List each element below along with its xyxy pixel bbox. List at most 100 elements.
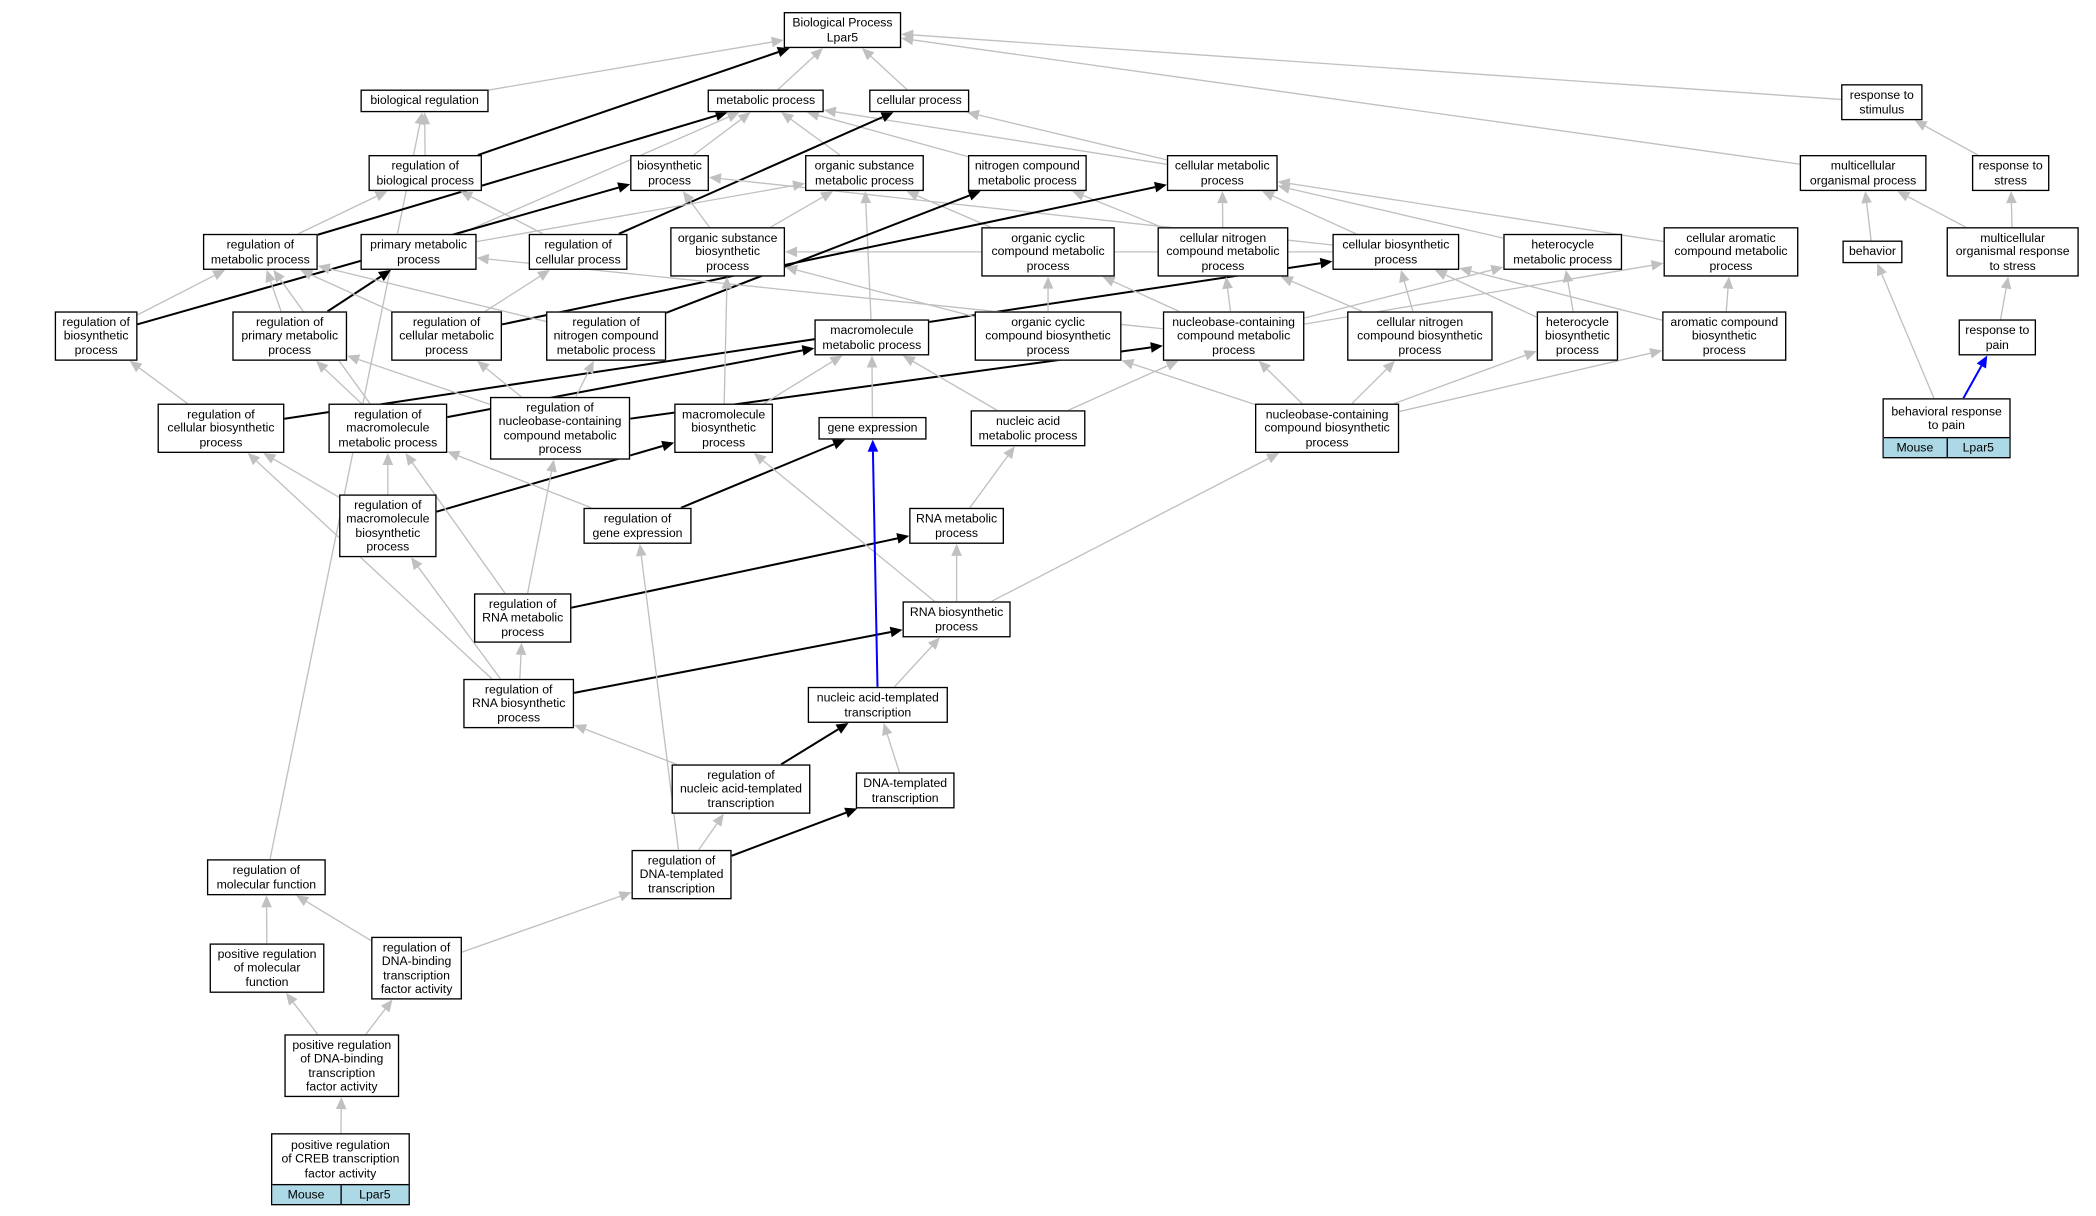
edge-resp_stress-to-resp_stim: [1924, 125, 1979, 156]
node-regulation-of-macromolecule-biosynthetic-process[interactable]: regulation of macromolecule biosynthetic…: [339, 494, 437, 558]
node-rna-metabolic-process[interactable]: RNA metabolic process: [909, 507, 1004, 544]
edge-arrowhead: [1490, 264, 1504, 276]
edge-arrowhead: [1261, 191, 1276, 201]
edge-arrowhead: [966, 109, 980, 121]
node-regulation-of-biological-process[interactable]: regulation of biological process: [368, 155, 482, 192]
edge-nat-to-rna_bio: [893, 645, 933, 688]
node-organic-substance-biosynthetic-process[interactable]: organic substance biosynthetic process: [670, 227, 786, 277]
node-regulation-of-gene-expression[interactable]: regulation of gene expression: [583, 507, 692, 544]
edge-nitro_met-to-metabolic: [818, 114, 969, 158]
node-heterocycle-biosynthetic-process[interactable]: heterocycle biosynthetic process: [1536, 311, 1619, 361]
node-nucleic-acid-templated-transcription[interactable]: nucleic acid-templated transcription: [807, 686, 948, 723]
node-metabolic-process[interactable]: metabolic process: [707, 89, 824, 113]
node-regulation-of-dna-binding-transcription-factor-activity[interactable]: regulation of DNA-binding transcription …: [371, 936, 462, 1000]
edge-arrowhead: [823, 106, 837, 118]
node-response-to-stress[interactable]: response to stress: [1971, 155, 2050, 192]
edge-arrowhead: [300, 269, 314, 280]
edge-arrowhead: [714, 110, 728, 121]
node-dna-templated-transcription[interactable]: DNA-templated transcription: [855, 772, 955, 809]
edge-arrowhead: [1121, 359, 1135, 370]
edge-pos_reg_dbtf-to-reg_dbtf: [365, 1008, 386, 1035]
node-regulation-of-cellular-metabolic-process[interactable]: regulation of cellular metabolic process: [391, 311, 502, 361]
node-regulation-of-rna-biosynthetic-process[interactable]: regulation of RNA biosynthetic process: [463, 678, 575, 729]
edge-reg_nucbase-to-reg_cell_met: [485, 367, 522, 398]
edge-nucbase_met-to-org_cyc_met: [1113, 280, 1180, 312]
edge-org_sub_met-to-metabolic: [790, 118, 841, 156]
node-regulation-of-biosynthetic-process[interactable]: regulation of biosynthetic process: [54, 311, 138, 361]
leaf-positive-regulation-of-creb-transcription-factor-activity[interactable]: positive regulation of CREB transcriptio…: [271, 1133, 410, 1206]
node-rna-biosynthetic-process[interactable]: RNA biosynthetic process: [902, 601, 1011, 638]
node-positive-regulation-of-dna-binding-transcription-factor-activity[interactable]: positive regulation of DNA-binding trans…: [284, 1034, 400, 1098]
node-regulation-of-rna-metabolic-process[interactable]: regulation of RNA metabolic process: [473, 593, 572, 643]
node-regulation-of-macromolecule-metabolic-process[interactable]: regulation of macromolecule metabolic pr…: [328, 403, 448, 454]
node-organic-cyclic-compound-biosynthetic-process[interactable]: organic cyclic compound biosynthetic pro…: [974, 311, 1122, 361]
node-biological-process[interactable]: Biological Process Lpar5: [783, 12, 902, 49]
node-organic-cyclic-compound-metabolic-process[interactable]: organic cyclic compound metabolic proces…: [981, 227, 1115, 277]
edge-cell_nitro_met-to-nitro_met: [1083, 194, 1162, 228]
edge-arrowhead: [1976, 355, 1988, 369]
node-regulation-of-cellular-process[interactable]: regulation of cellular process: [528, 233, 628, 270]
node-cellular-nitrogen-compound-biosynthetic-process[interactable]: cellular nitrogen compound biosynthetic …: [1347, 311, 1493, 361]
edge-het_met-to-cell_met: [1289, 187, 1504, 239]
edge-arrowhead: [460, 191, 474, 202]
edge-arrowhead: [129, 360, 143, 373]
node-regulation-of-primary-metabolic-process[interactable]: regulation of primary metabolic process: [232, 311, 348, 361]
edge-arrowhead: [708, 173, 722, 184]
edge-prim_met-to-org_sub_met: [476, 184, 794, 243]
edge-reg_rna_met-to-reg_nucbase: [526, 471, 553, 594]
edge-reg_nucbase-to-reg_prim: [358, 358, 491, 406]
edge-arrowhead: [382, 453, 394, 466]
edge-arrowhead: [1280, 276, 1294, 287]
edge-arrowhead: [721, 276, 733, 289]
node-positive-regulation-of-molecular-function[interactable]: positive regulation of molecular functio…: [209, 943, 325, 993]
node-biosynthetic-process[interactable]: biosynthetic process: [630, 155, 709, 192]
edge-arrowhead: [1523, 350, 1537, 361]
node-organic-substance-metabolic-process[interactable]: organic substance metabolic process: [805, 155, 924, 192]
node-nucleobase-containing-compound-biosynthetic-process[interactable]: nucleobase-containing compound biosynthe…: [1254, 403, 1400, 454]
edge-arrowhead: [1897, 191, 1911, 202]
edge-multi_stress-to-multi_org: [1907, 196, 1967, 228]
node-regulation-of-nucleic-acid-templated-transcription[interactable]: regulation of nucleic acid-templated tra…: [671, 764, 811, 814]
edge-arrowhead: [1722, 276, 1734, 290]
node-behavior[interactable]: behavior: [1842, 240, 1903, 264]
node-regulation-of-dna-templated-transcription[interactable]: regulation of DNA-templated transcriptio…: [631, 849, 732, 900]
node-biological-regulation[interactable]: biological regulation: [360, 89, 489, 113]
node-macromolecule-metabolic-process[interactable]: macromolecule metabolic process: [814, 319, 930, 356]
node-response-to-stimulus[interactable]: response to stimulus: [1841, 84, 1923, 121]
node-regulation-of-nucleobase-containing-compound-metabolic-process[interactable]: regulation of nucleobase-containing comp…: [489, 396, 631, 460]
edge-arrowhead: [1319, 257, 1333, 269]
node-gene-expression[interactable]: gene expression: [818, 416, 927, 440]
edge-arrowhead: [844, 807, 858, 818]
node-regulation-of-molecular-function[interactable]: regulation of molecular function: [206, 859, 326, 896]
node-regulation-of-metabolic-process[interactable]: regulation of metabolic process: [202, 233, 318, 270]
edge-arrowhead: [770, 36, 784, 48]
node-regulation-of-nitrogen-compound-metabolic-process[interactable]: regulation of nitrogen compound metaboli…: [546, 311, 667, 361]
edge-behavior-to-multi_org: [1866, 202, 1872, 241]
node-cellular-biosynthetic-process[interactable]: cellular biosynthetic process: [1332, 233, 1460, 270]
annotation-row: Mouse Lpar5: [272, 1183, 409, 1205]
node-cellular-process[interactable]: cellular process: [869, 89, 970, 113]
node-multicellular-organismal-process[interactable]: multicellular organismal process: [1799, 155, 1927, 192]
node-cellular-nitrogen-compound-metabolic-process[interactable]: cellular nitrogen compound metabolic pro…: [1157, 227, 1289, 277]
node-heterocycle-metabolic-process[interactable]: heterocycle metabolic process: [1503, 233, 1623, 270]
node-response-to-pain[interactable]: response to pain: [1958, 319, 2037, 356]
node-macromolecule-biosynthetic-process[interactable]: macromolecule biosynthetic process: [674, 403, 774, 454]
node-cellular-aromatic-compound-metabolic-process[interactable]: cellular aromatic compound metabolic pro…: [1663, 227, 1799, 277]
node-multicellular-organismal-response-to-stress[interactable]: multicellular organismal response to str…: [1946, 227, 2079, 277]
node-nucleobase-containing-compound-metabolic-process[interactable]: nucleobase-containing compound metabolic…: [1162, 311, 1305, 361]
edge-nucbase_met-to-het_met: [1304, 269, 1492, 319]
edge-arrowhead: [820, 191, 834, 202]
leaf-label: behavioral response to pain: [1891, 404, 2002, 432]
edge-reg_dna_t-to-dna_t: [731, 811, 847, 857]
node-nucleic-acid-metabolic-process[interactable]: nucleic acid metabolic process: [970, 410, 1086, 447]
edge-arrowhead: [617, 182, 631, 193]
node-regulation-of-cellular-biosynthetic-process[interactable]: regulation of cellular biosynthetic proc…: [157, 403, 285, 454]
node-primary-metabolic-process[interactable]: primary metabolic process: [360, 233, 477, 270]
leaf-behavioral-response-to-pain[interactable]: behavioral response to pain Mouse Lpar5: [1882, 398, 2011, 459]
edge-arrowhead: [2000, 276, 2012, 290]
species-cell: Mouse: [287, 1187, 325, 1202]
node-aromatic-compound-biosynthetic-process[interactable]: aromatic compound biosynthetic process: [1662, 311, 1787, 361]
node-nitrogen-compound-metabolic-process[interactable]: nitrogen compound metabolic process: [967, 155, 1087, 192]
node-cellular-metabolic-process[interactable]: cellular metabolic process: [1166, 155, 1278, 192]
